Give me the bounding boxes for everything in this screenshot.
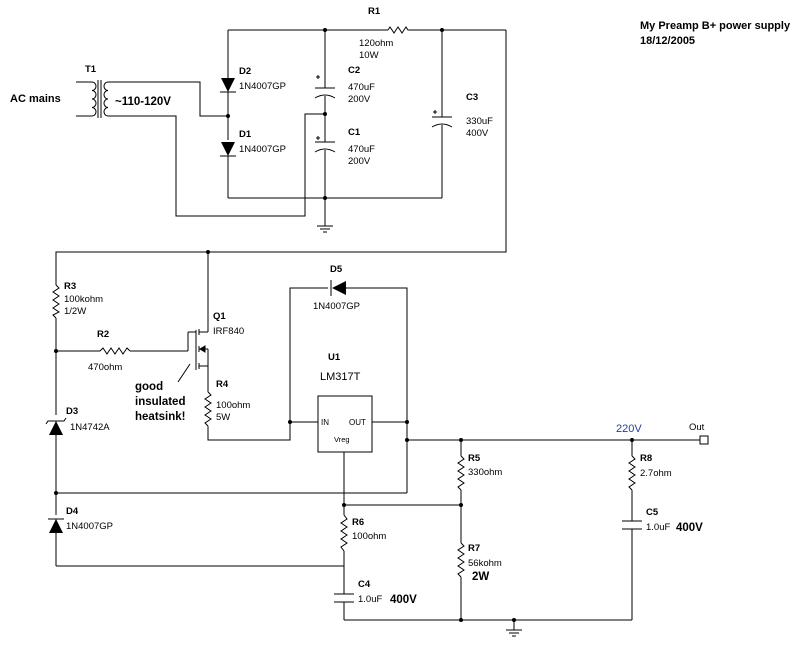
r2-label: R2 xyxy=(97,329,109,340)
t1-label: T1 xyxy=(85,64,97,75)
r4-rating: 5W xyxy=(216,412,230,423)
regulator-U1-body xyxy=(317,395,373,453)
resistor-R6 xyxy=(340,514,348,552)
r5-value: 330ohm xyxy=(468,467,502,478)
q1-part: IRF840 xyxy=(213,326,244,337)
r8-value: 2.7ohm xyxy=(640,468,672,479)
c4-value: 1.0uF xyxy=(358,594,382,605)
u1-part: LM317T xyxy=(320,371,361,383)
r6-label: R6 xyxy=(352,517,364,528)
c1-label: C1 xyxy=(348,127,361,138)
u1-label: U1 xyxy=(328,352,341,363)
r8-label: R8 xyxy=(640,453,652,464)
r7-label: R7 xyxy=(468,543,480,554)
junction-dots xyxy=(54,28,634,622)
ac-mains-label: AC mains xyxy=(10,93,61,105)
heatsink-note-line3: heatsink! xyxy=(135,411,186,423)
r1-rating: 10W xyxy=(359,50,379,61)
c1-rating: 200V xyxy=(348,156,371,167)
ground-symbol-bottom xyxy=(506,629,522,637)
c5-label: C5 xyxy=(646,507,659,518)
capacitor-C3 xyxy=(431,110,453,128)
wires xyxy=(55,29,700,630)
capacitor-C2 xyxy=(314,75,336,99)
heatsink-note-line2: insulated xyxy=(135,396,185,408)
c4-rating: 400V xyxy=(390,594,417,606)
r7-value: 56kohm xyxy=(468,558,502,569)
c4-label: C4 xyxy=(358,579,371,590)
r1-value: 120ohm xyxy=(359,38,393,49)
r4-label: R4 xyxy=(216,379,229,390)
capacitor-C5 xyxy=(622,520,642,530)
c2-value: 470uF xyxy=(348,82,375,93)
diode-D2 xyxy=(220,78,236,93)
d5-label: D5 xyxy=(330,264,343,275)
c5-value: 1.0uF xyxy=(646,522,670,533)
d1-part: 1N4007GP xyxy=(239,144,286,155)
d4-part: 1N4007GP xyxy=(66,521,113,532)
d5-part: 1N4007GP xyxy=(313,301,360,312)
title-line1: My Preamp B+ power supply xyxy=(640,20,791,32)
c1-value: 470uF xyxy=(348,144,375,155)
resistor-R7 xyxy=(457,542,465,578)
c3-value: 330uF xyxy=(466,116,493,127)
resistor-R1 xyxy=(387,26,410,34)
resistor-R5 xyxy=(457,455,465,491)
r4-value: 100ohm xyxy=(216,400,250,411)
c2-rating: 200V xyxy=(348,94,371,105)
diode-D1 xyxy=(220,142,236,157)
d1-label: D1 xyxy=(239,129,252,140)
resistor-R3 xyxy=(52,284,60,319)
secondary-voltage-label: ~110-120V xyxy=(115,96,171,108)
zener-D3 xyxy=(45,417,67,435)
output-voltage-label: 220V xyxy=(616,423,642,435)
r1-label: R1 xyxy=(368,6,381,17)
r7-rating: 2W xyxy=(472,571,489,583)
q1-label: Q1 xyxy=(213,311,226,322)
c5-rating: 400V xyxy=(676,522,703,534)
mosfet-Q1 xyxy=(187,329,209,370)
r3-rating: 1/2W xyxy=(64,306,86,317)
u1-pin-in: IN xyxy=(321,418,329,427)
u1-pin-out: OUT xyxy=(349,418,366,427)
heatsink-note-line1: good xyxy=(135,381,163,393)
d3-label: D3 xyxy=(66,406,78,417)
d2-label: D2 xyxy=(239,66,251,77)
resistor-R2 xyxy=(99,347,131,355)
r2-value: 470ohm xyxy=(88,362,122,373)
resistor-R4 xyxy=(204,391,212,427)
r5-label: R5 xyxy=(468,453,481,464)
resistor-R8 xyxy=(628,455,636,491)
r3-label: R3 xyxy=(64,281,76,292)
ground-symbol-top xyxy=(317,225,333,233)
output-terminal xyxy=(699,435,709,445)
c3-label: C3 xyxy=(466,92,478,103)
c2-label: C2 xyxy=(348,65,360,76)
capacitor-C1 xyxy=(314,136,336,153)
d2-part: 1N4007GP xyxy=(239,81,286,92)
diode-D4 xyxy=(48,518,64,533)
u1-pin-adj: Vreg xyxy=(334,435,350,444)
c3-rating: 400V xyxy=(466,128,489,139)
transformer-T1 xyxy=(91,80,109,118)
d3-part: 1N4742A xyxy=(70,422,110,433)
r3-value: 100kohm xyxy=(64,294,103,305)
d4-label: D4 xyxy=(66,506,79,517)
diode-D5 xyxy=(330,280,346,296)
capacitor-C4 xyxy=(334,593,354,603)
title-line2: 18/12/2005 xyxy=(640,35,695,47)
r6-value: 100ohm xyxy=(352,531,386,542)
output-label: Out xyxy=(689,422,705,433)
